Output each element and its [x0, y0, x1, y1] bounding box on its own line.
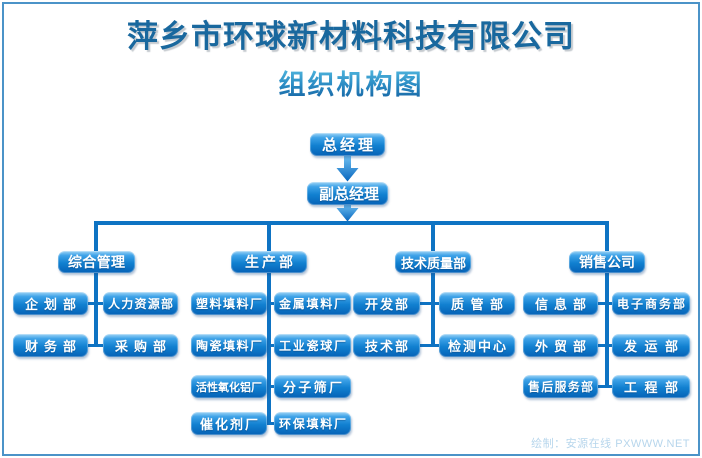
org-node: 陶瓷填料厂: [191, 334, 267, 357]
connector-line: [593, 301, 621, 305]
org-node: 企划部: [13, 292, 88, 315]
org-node: 活性氧化铝厂: [191, 375, 267, 398]
connector-line: [267, 221, 271, 425]
connector-line: [419, 343, 447, 347]
org-node: 副总经理: [307, 182, 388, 205]
org-node: 采购部: [103, 334, 178, 357]
down-arrow-icon: [335, 204, 360, 222]
org-node: 质管部: [439, 292, 515, 315]
connector-line: [94, 221, 609, 225]
org-node: 技术部: [353, 334, 420, 357]
org-node: 生产部: [231, 251, 307, 273]
connector-line: [419, 301, 447, 305]
chart-title: 组织机构图: [0, 63, 702, 102]
connector-line: [255, 301, 283, 305]
org-node: 检测中心: [439, 334, 515, 357]
org-node: 开发部: [353, 292, 420, 315]
connector-line: [431, 221, 435, 347]
org-node: 人力资源部: [103, 292, 178, 315]
connector-line: [82, 301, 110, 305]
connector-line: [593, 343, 621, 347]
org-node: 环保填料厂: [274, 412, 351, 435]
watermark-credit: 绘制：安源在线 PXWWW.NET: [531, 438, 690, 450]
org-node: 金属填料厂: [274, 292, 351, 315]
org-node: 财务部: [13, 334, 88, 357]
org-node: 发运部: [612, 334, 690, 357]
connector-line: [593, 384, 621, 388]
org-node: 信息部: [523, 292, 598, 315]
connector-line: [255, 343, 283, 347]
company-title: 萍乡市环球新材料科技有限公司: [127, 19, 575, 54]
org-node: 总经理: [310, 133, 385, 156]
org-node: 技术质量部: [395, 251, 471, 273]
down-arrow-icon: [335, 156, 360, 182]
org-node: 售后服务部: [523, 375, 598, 398]
connector-line: [94, 221, 98, 347]
org-node: 工程部: [612, 375, 690, 398]
org-node: 电子商务部: [612, 292, 690, 315]
org-node: 综合管理: [58, 251, 135, 273]
org-node: 催化剂厂: [191, 412, 267, 435]
connector-line: [82, 343, 110, 347]
connector-line: [255, 421, 283, 425]
org-node: 外贸部: [523, 334, 598, 357]
org-node: 分子筛厂: [274, 375, 351, 398]
org-node: 销售公司: [569, 251, 645, 273]
org-node: 塑料填料厂: [191, 292, 267, 315]
connector-line: [255, 384, 283, 388]
org-node: 工业瓷球厂: [274, 334, 351, 357]
